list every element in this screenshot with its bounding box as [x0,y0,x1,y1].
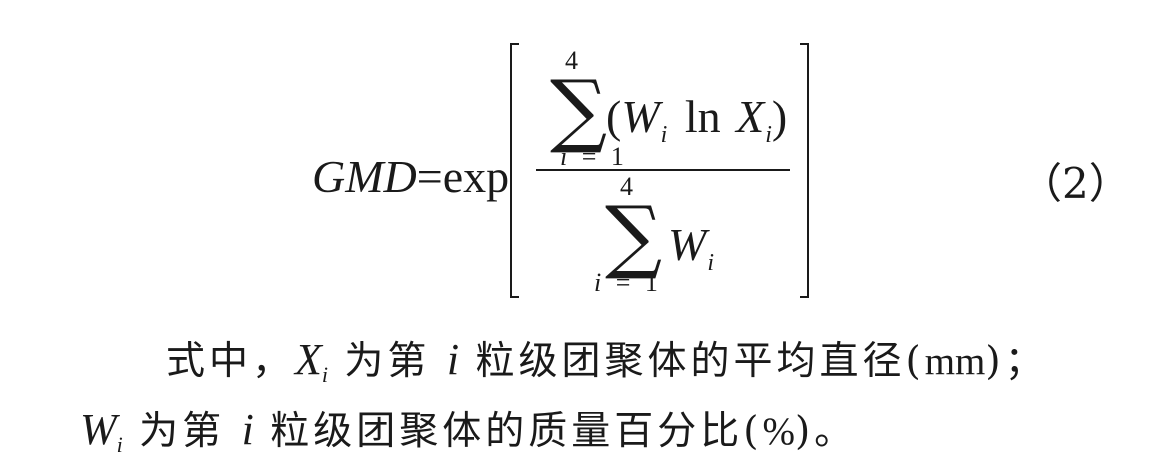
numerator-lower-limit-var: i [560,142,568,171]
line2-text-c: )。 [794,409,858,454]
numerator-w-var: W [621,91,660,142]
numerator-lower-limit-eq: = [581,142,597,171]
line2-unit: % [762,410,795,453]
line1-sub: i [321,362,329,387]
numerator-lower-limit: i = 1 [560,142,624,172]
line2-var: W [80,405,117,454]
denominator-lower-limit-var: i [594,268,602,297]
equation-lhs: GMD=exp [312,150,509,203]
line1-text-a: 为第 [328,339,447,384]
denominator-lower-limit-val: 1 [644,268,658,297]
numerator-w-sub: i [660,122,668,148]
right-bracket [800,43,809,298]
denominator-sum-symbol: ∑ [605,189,663,282]
numerator-open-paren: ( [606,91,622,142]
line1-unit: mm [924,340,986,383]
denominator-lower-limit: i = 1 [594,268,658,298]
numerator-term: (Wi ln Xi) [606,90,788,148]
equals-sign: = [416,151,443,202]
denominator-upper-limit: 4 [620,172,633,201]
line1-text-c: )； [985,339,1048,384]
equation-number: （2） [1020,159,1131,208]
line1-index: i [446,335,460,384]
numerator-x-var: X [736,91,765,142]
numerator-ln: ln [684,91,721,142]
gmd-variable: GMD [312,151,417,202]
denominator-w-var: W [668,219,707,270]
denominator-lower-limit-eq: = [615,268,631,297]
line2-sub: i [116,432,123,457]
numerator-upper-limit: 4 [565,46,578,75]
line2-index: i [241,405,254,454]
line1-var: X [295,335,322,384]
denominator-w-sub: i [707,250,714,276]
left-bracket [510,43,519,298]
numerator-x-sub: i [765,122,772,148]
explanation-line-2: Wi 为第 i 粒级团聚体的质量百分比(%)。 [80,400,858,457]
explanation-line-1: 式中，Xi 为第 i 粒级团聚体的平均直径(mm)； [166,330,1048,387]
numerator-close-paren: ) [771,91,788,142]
denominator-term: Wi [668,218,714,276]
line1-text-b: 粒级团聚体的平均直径( [459,339,925,384]
numerator-lower-limit-val: 1 [610,142,624,171]
line1-prefix: 式中， [166,339,296,384]
exp-function: exp [442,151,510,202]
numerator-sum-symbol: ∑ [550,63,608,156]
line2-text-b: 粒级团聚体的质量百分比( [253,409,763,454]
line2-text-a: 为第 [122,409,242,454]
